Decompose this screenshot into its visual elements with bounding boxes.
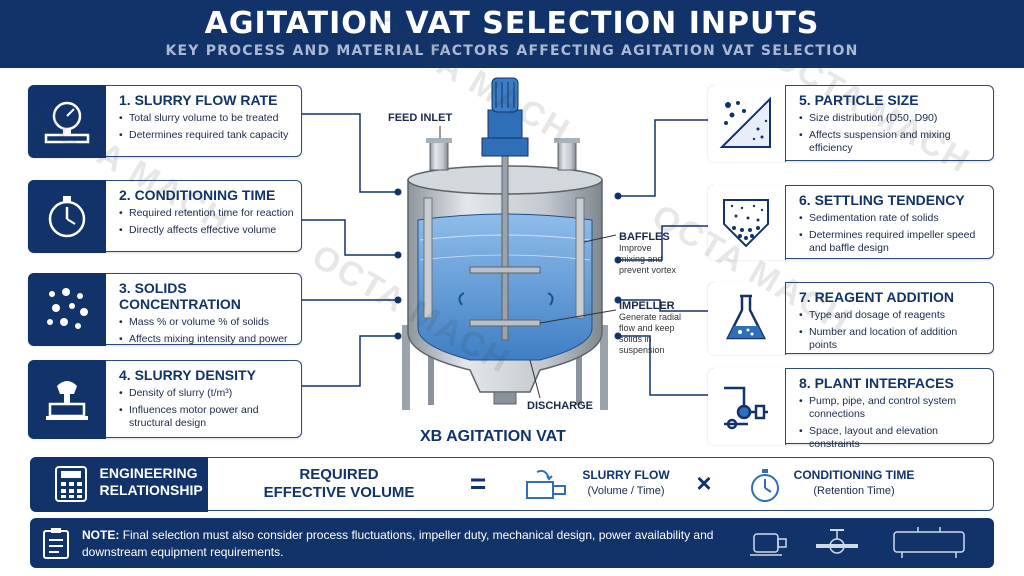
note-bar: NOTE: Final selection must also consider… [30,518,994,568]
slurry-flow-title: SLURRY FLOW [582,468,670,482]
particles-icon [27,272,106,346]
engineering-relationship-label: ENGINEERING RELATIONSHIP [99,464,203,498]
card-settling-tendency: 6. SETTLING TENDENCY Sedimentation rate … [707,184,994,260]
agitation-vat-illustration [402,77,617,410]
card-bullet: Determines required tank capacity [119,129,295,142]
card-bullet: Directly affects effective volume [119,224,295,237]
pressure-gauge-icon [27,84,106,158]
baffles-label: BAFFLES Improve mixing and prevent vorte… [619,231,677,275]
card-reagent-addition: 7. REAGENT ADDITION Type and dosage of r… [707,281,994,355]
card-bullet: Space, layout and elevation constraints [799,425,987,451]
tank-icon [893,527,965,558]
slurry-flow-term: SLURRY FLOW (Volume / Time) [571,468,681,497]
card-bullet: Determines required impeller speed and b… [799,229,987,255]
page-subtitle: KEY PROCESS AND MATERIAL FACTORS AFFECTI… [165,43,859,59]
equation-bar: ENGINEERING RELATIONSHIP REQUIRED EFFECT… [29,456,994,512]
card-title: 6. SETTLING TENDENCY [799,192,965,208]
card-title: 2. CONDITIONING TIME [119,187,276,203]
conditioning-time-term: CONDITIONING TIME (Retention Time) [789,468,919,497]
slurry-flow-icon [526,469,566,499]
card-solids-concentration: 3. SOLIDS CONCENTRATION Mass % or volume… [27,272,302,346]
vat-name: XB AGITATION VAT [420,428,566,445]
card-bullet: Pump, pipe, and control system connectio… [799,395,987,421]
slurry-flow-desc: (Volume / Time) [587,485,665,497]
equals-sign: = [469,468,487,499]
flask-icon [707,281,786,355]
feed-inlet-label: FEED INLET [388,112,453,124]
card-plant-interfaces: 8. PLANT INTERFACES Pump, pipe, and cont… [707,367,994,450]
conditioning-time-desc: (Retention Time) [813,485,895,497]
card-bullet: Number and location of addition points [799,326,987,352]
engineering-relationship-panel: ENGINEERING RELATIONSHIP [29,456,208,512]
card-bullet: Mass % or volume % of solids [119,316,295,329]
page-title: AGITATION VAT SELECTION INPUTS [204,6,820,41]
clipboard-icon [43,528,69,559]
card-bullet: Type and dosage of reagents [799,309,987,322]
motor-icon [750,533,787,556]
card-bullet: Affects suspension and mixing efficiency [799,129,987,155]
required-effective-volume: REQUIRED EFFECTIVE VOLUME [263,466,415,501]
impeller-label: IMPELLER Generate radial flow and keep s… [619,300,682,355]
card-title: 7. REAGENT ADDITION [799,289,955,305]
card-title: 5. PARTICLE SIZE [799,92,919,108]
card-particle-size: 5. PARTICLE SIZE Size distribution (D50,… [707,84,994,162]
card-bullet: Affects mixing intensity and power [119,333,295,346]
scale-icon [27,359,106,439]
particle-size-icon [707,84,786,162]
card-bullet: Size distribution (D50, D90) [799,112,987,125]
card-conditioning-time: 2. CONDITIONING TIME Required retention … [27,179,302,253]
note-label: NOTE: [82,528,120,542]
stopwatch-icon [751,469,779,502]
multiply-sign: × [696,468,712,498]
conditioning-time-title: CONDITIONING TIME [793,468,915,482]
page-header: AGITATION VAT SELECTION INPUTS KEY PROCE… [0,0,1024,68]
calculator-icon [54,465,87,502]
card-title: 3. SOLIDS CONCENTRATION [119,280,241,312]
card-slurry-flow-rate: 1. SLURRY FLOW RATE Total slurry volume … [27,84,302,158]
stopwatch-icon [27,179,106,253]
note-text: Final selection must also consider proce… [82,528,714,559]
card-title: 1. SLURRY FLOW RATE [119,92,278,108]
card-bullet: Sedimentation rate of solids [799,212,987,225]
discharge-label: DISCHARGE [527,400,594,412]
valve-icon [816,529,858,554]
card-title: 4. SLURRY DENSITY [119,367,256,383]
card-bullet: Density of slurry (t/m³) [119,387,295,400]
card-slurry-density: 4. SLURRY DENSITY Density of slurry (t/m… [27,359,302,439]
settling-cone-icon [707,184,786,260]
card-bullet: Influences motor power and structural de… [119,404,295,430]
card-title: 8. PLANT INTERFACES [799,375,954,391]
note-text-block: NOTE: Final selection must also consider… [82,527,722,561]
card-bullet: Total slurry volume to be treated [119,112,295,125]
pipe-network-icon [707,367,786,445]
card-bullet: Required retention time for reaction [119,207,295,220]
